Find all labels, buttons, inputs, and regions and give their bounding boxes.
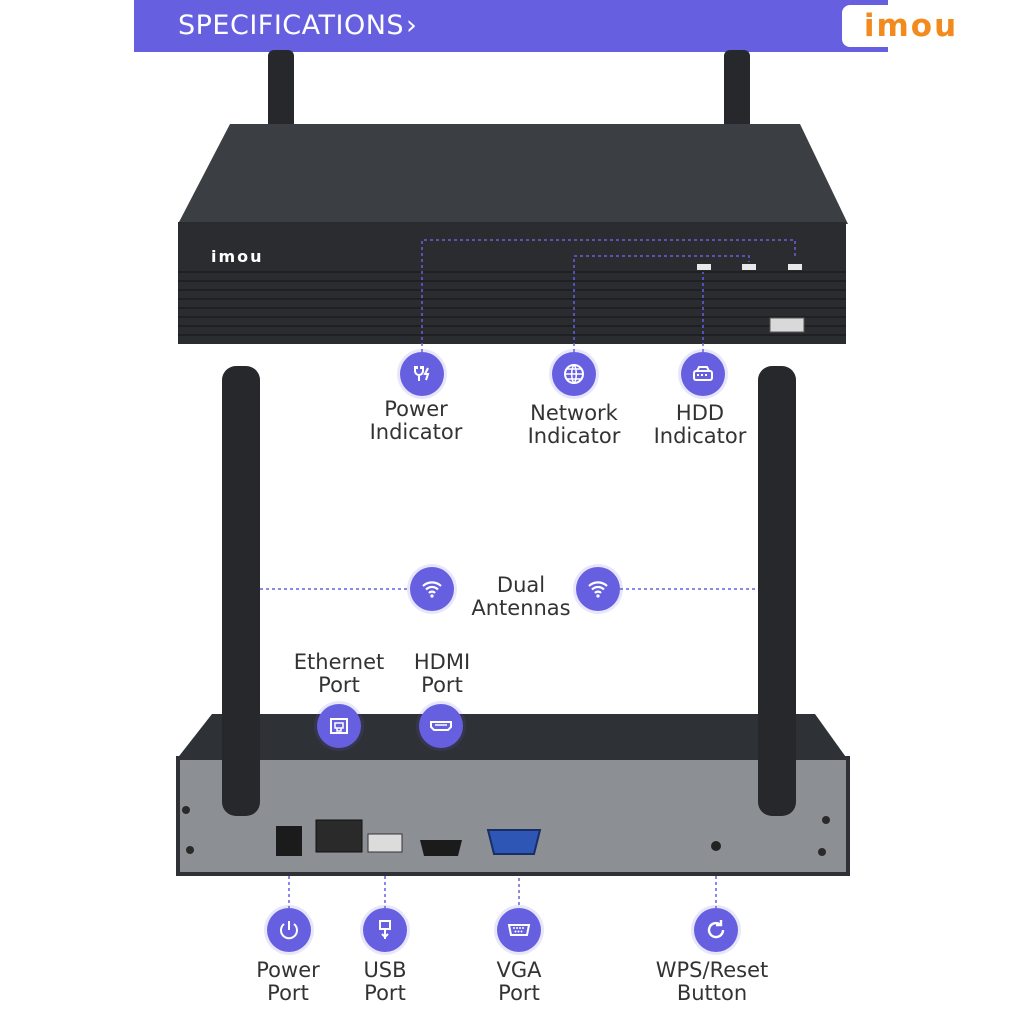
- usb-icon: [363, 908, 407, 952]
- wifi-icon: [576, 567, 620, 611]
- hdmi-jack: [420, 840, 462, 856]
- ethernet-icon: [317, 704, 361, 748]
- ethernet-jack: [315, 819, 363, 853]
- hdd-led: [697, 264, 711, 270]
- front-device-face: [178, 222, 846, 344]
- front-right-antenna: [724, 50, 750, 132]
- vga-icon: [497, 908, 541, 952]
- hdmi-icon: [419, 704, 463, 748]
- wps-reset-hole: [711, 841, 721, 851]
- plug-bolt-icon: [400, 352, 444, 396]
- header-bar: SPECIFICATIONS › imou: [134, 0, 980, 52]
- usb-jack: [367, 833, 403, 853]
- hdd-icon: [681, 352, 725, 396]
- wifi-icon: [410, 567, 454, 611]
- front-left-antenna: [268, 50, 294, 132]
- front-usb-port: [769, 317, 805, 333]
- header-title: SPECIFICATIONS: [178, 10, 405, 41]
- dc-power-jack: [276, 826, 302, 856]
- vga-jack: [486, 829, 542, 855]
- chevron-right-icon: ›: [406, 10, 417, 41]
- front-device-grooves: [178, 271, 846, 336]
- globe-icon: [552, 352, 596, 396]
- rear-right-antenna: [758, 366, 796, 816]
- power-icon: [267, 908, 311, 952]
- rear-left-antenna: [222, 366, 260, 816]
- front-device-top: [178, 124, 848, 224]
- device-logo: imou: [211, 247, 264, 266]
- network-led: [742, 264, 756, 270]
- refresh-icon: [694, 908, 738, 952]
- power-led: [788, 264, 802, 270]
- rear-device-top-edge: [176, 714, 848, 760]
- rear-panel: [176, 756, 850, 876]
- brand-logo: imou: [842, 5, 980, 47]
